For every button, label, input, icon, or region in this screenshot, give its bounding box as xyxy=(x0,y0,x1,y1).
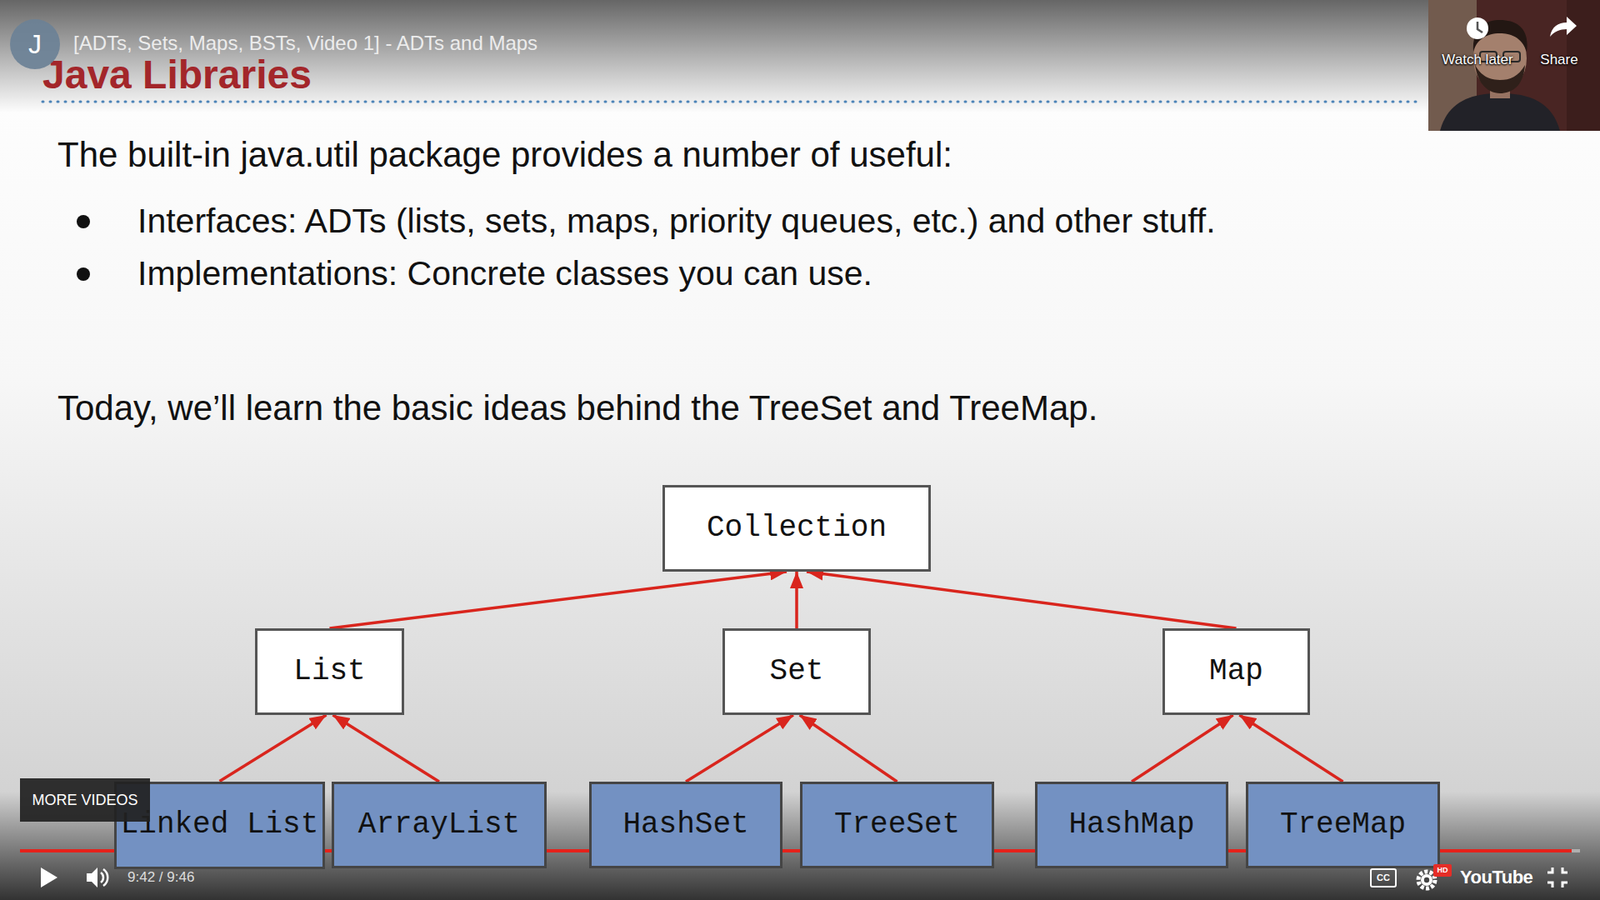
inheritance-arrow xyxy=(1239,715,1343,782)
node-text: J xyxy=(28,29,42,60)
volume-icon xyxy=(86,867,108,888)
time-display: 9:42 / 9:46 xyxy=(127,869,195,886)
node-text: Collection xyxy=(706,510,887,545)
interface-box: Map xyxy=(1162,628,1310,715)
inheritance-arrow xyxy=(220,715,327,782)
inheritance-arrow xyxy=(806,571,1237,629)
slide-text: The built-in java.util package provides … xyxy=(57,135,953,175)
bullet-text: Implementations: Concrete classes you ca… xyxy=(137,254,873,294)
class-box: ArrayList xyxy=(331,781,547,869)
interface-box: List xyxy=(255,628,405,715)
interface-box: Set xyxy=(722,628,871,715)
slide-title: Java Libraries xyxy=(42,51,312,98)
channel-avatar: J xyxy=(10,19,60,70)
inheritance-arrow xyxy=(330,571,788,629)
bullet-dot xyxy=(76,215,90,229)
hd-badge: HD xyxy=(1433,864,1452,877)
node-text: List xyxy=(293,654,365,689)
slide-text: Today, we’ll learn the basic ideas behin… xyxy=(57,388,1098,429)
node-text: CC xyxy=(1376,872,1390,884)
inheritance-arrow xyxy=(795,571,799,629)
node-text: HashSet xyxy=(622,807,749,842)
node-text: HD xyxy=(1437,865,1449,875)
class-box: TreeMap xyxy=(1245,781,1440,869)
watch-later-label: Watch later xyxy=(1441,51,1513,69)
node-text: ArrayList xyxy=(358,807,520,842)
inheritance-arrow xyxy=(800,715,898,782)
video-title: [ADTs, Sets, Maps, BSTs, Video 1] - ADTs… xyxy=(73,31,538,55)
bullet-text: Interfaces: ADTs (lists, sets, maps, pri… xyxy=(137,201,1216,241)
node-text: Map xyxy=(1209,654,1264,689)
class-box: HashSet xyxy=(589,781,783,869)
share-label: Share xyxy=(1540,51,1578,69)
class-box: HashMap xyxy=(1035,781,1229,869)
inheritance-arrow xyxy=(685,715,794,782)
interface-box: Collection xyxy=(662,485,931,572)
node-text: MORE VIDEOS xyxy=(31,791,138,810)
node-text: HashMap xyxy=(1068,807,1195,842)
play-icon xyxy=(40,867,58,888)
settings-gear xyxy=(1418,871,1435,889)
class-box: TreeSet xyxy=(800,781,995,869)
dotted-rule xyxy=(42,100,1419,104)
top-shade xyxy=(0,0,1600,113)
share-icon xyxy=(1550,16,1577,37)
inheritance-arrow xyxy=(1131,715,1234,782)
fullscreen-icon xyxy=(1547,867,1568,888)
node-text: TreeMap xyxy=(1280,807,1406,842)
node-text: Linked List xyxy=(120,807,320,842)
youtube-logo: YouTube xyxy=(1460,866,1533,888)
avatar-circle xyxy=(10,19,60,70)
node-text: Set xyxy=(770,654,825,689)
inheritance-arrow xyxy=(332,715,440,782)
watch-later-icon xyxy=(1466,17,1489,40)
webcam-thumbnail xyxy=(1428,0,1600,131)
more-videos-button: MORE VIDEOS xyxy=(20,778,150,822)
bullet-dot xyxy=(76,267,90,281)
captions-button: CC xyxy=(1370,868,1397,888)
node-text: TreeSet xyxy=(834,807,960,842)
